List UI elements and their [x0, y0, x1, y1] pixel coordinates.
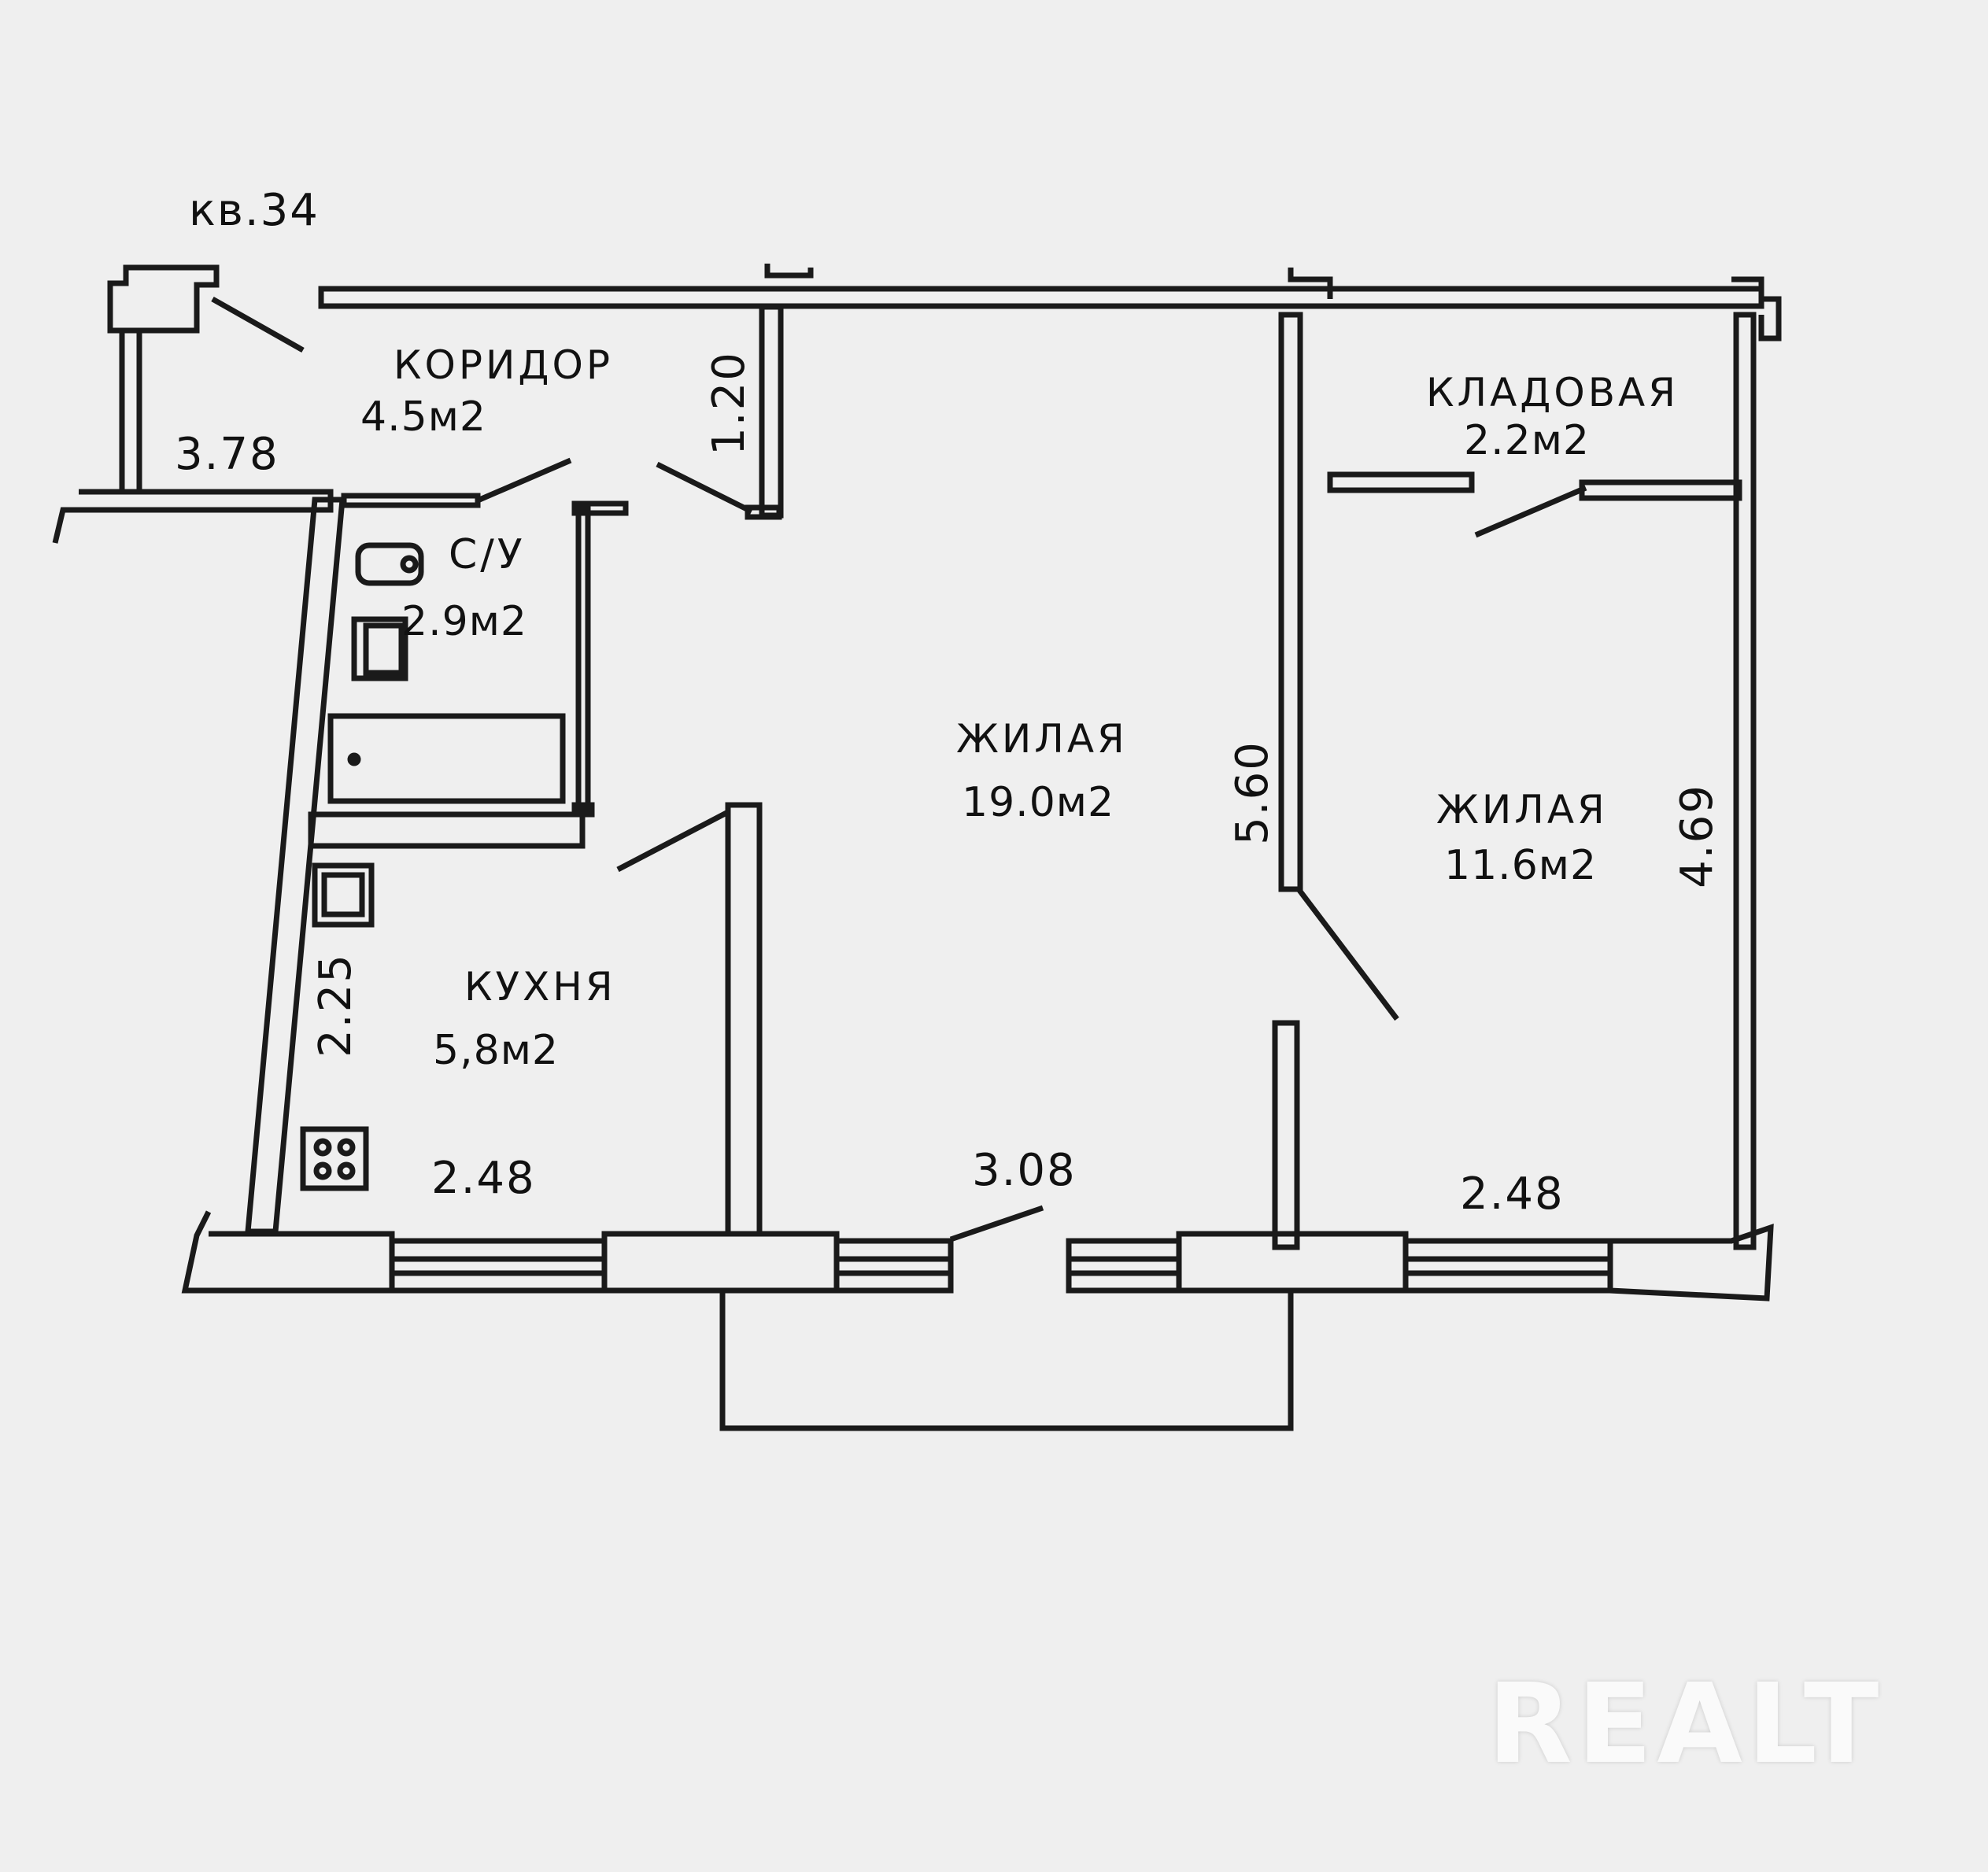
- bath-right-wall: [575, 504, 591, 814]
- entry-bottom-wall: [52, 489, 334, 544]
- corridor-width-dim: 1.20: [703, 351, 755, 456]
- realt-watermark-logo: REALT: [1487, 1660, 1884, 1789]
- bathtub: [327, 713, 566, 804]
- kitchen-living-wall: [725, 802, 763, 1237]
- window-living: [833, 1238, 954, 1294]
- stove: [300, 1126, 369, 1191]
- entry-vestibule: [107, 264, 220, 334]
- sink: [351, 616, 408, 681]
- living-large-area: 19.0м2: [962, 779, 1115, 826]
- toilet: [355, 542, 424, 586]
- living-small-area: 11.6м2: [1444, 842, 1598, 889]
- balcony-door: [1066, 1238, 1182, 1294]
- bathroom-area: 2.9м2: [401, 598, 528, 645]
- bottom-wall-mid-right: [1176, 1231, 1409, 1294]
- bathroom-name: С/У: [449, 531, 526, 578]
- entry-door-swing: [211, 296, 305, 353]
- small-living-door-swing: [1296, 887, 1399, 1021]
- living-wall-lower: [1272, 1020, 1300, 1250]
- storage-wall-left: [1327, 471, 1475, 493]
- right-wall: [1733, 312, 1757, 1250]
- balcony-door-swing: [949, 1205, 1044, 1242]
- corridor-area: 4.5м2: [360, 393, 487, 441]
- living-living-wall: [1278, 312, 1303, 892]
- bath-door-swing: [476, 457, 572, 504]
- living-small-depth-dim: 5.60: [1226, 740, 1278, 845]
- bottom-wall-left: [181, 1210, 395, 1294]
- kitchen-width-dim: 2.48: [431, 1153, 536, 1204]
- bottom-wall-mid-left: [601, 1231, 840, 1294]
- bath-right-wall-cap-top: [571, 500, 629, 516]
- corridor-length-dim: 3.78: [175, 429, 279, 480]
- bottom-wall-right: [1607, 1224, 1774, 1302]
- window-small-living: [1402, 1238, 1613, 1294]
- kitchen-length-dim: 2.25: [309, 953, 361, 1058]
- living-small-width-dim: 2.48: [1460, 1169, 1565, 1220]
- apartment-label: кв.34: [189, 185, 320, 236]
- corridor-bath-wall: [341, 493, 481, 508]
- living-small-length-dim: 4.69: [1671, 784, 1723, 888]
- storage-area: 2.2м2: [1464, 417, 1591, 464]
- living-wall-top: [1288, 268, 1333, 299]
- fridge: [312, 862, 375, 928]
- bath-kitchen-wall: [308, 811, 586, 849]
- living-large-name: ЖИЛАЯ: [956, 716, 1128, 762]
- corridor-name: КОРИДОР: [394, 342, 613, 388]
- top-right-corner: [1731, 276, 1782, 342]
- kitchen-name: КУХНЯ: [464, 964, 616, 1010]
- living-large-width-dim: 3.08: [972, 1145, 1077, 1196]
- top-wall: [318, 286, 1764, 309]
- corridor-partition-wall: [759, 304, 784, 519]
- living-door-swing: [656, 461, 753, 515]
- kitchen-door-swing: [616, 809, 730, 873]
- storage-name: КЛАДОВАЯ: [1426, 370, 1679, 415]
- balcony: [719, 1290, 1294, 1431]
- storage-door-swing: [1474, 485, 1587, 538]
- window-kitchen: [389, 1238, 608, 1294]
- storage-wall-right: [1579, 479, 1742, 501]
- corridor-partition-top: [764, 264, 814, 279]
- entry-side-wall: [119, 327, 142, 495]
- living-small-name: ЖИЛАЯ: [1436, 787, 1608, 833]
- kitchen-area: 5,8м2: [433, 1027, 560, 1074]
